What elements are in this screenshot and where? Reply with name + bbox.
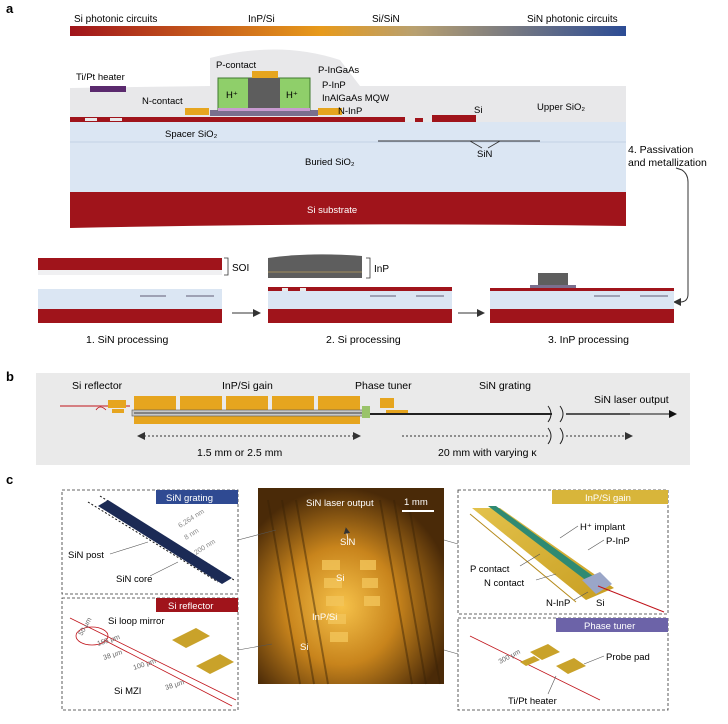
label-p-ingaas: P-InGaAs [318, 65, 359, 76]
step2-diagram [268, 254, 452, 323]
step1-diagram [38, 257, 229, 323]
label-step4-line1: 4. Passivation [628, 144, 694, 156]
photo-label-si-upper: Si [336, 573, 344, 584]
label-grating-length: 20 mm with varying κ [438, 447, 537, 459]
step4-arrow [673, 167, 689, 306]
label-sin-post: SiN post [68, 550, 104, 561]
label-p-inp-gain: P-InP [606, 536, 630, 547]
scale-bar [402, 510, 434, 512]
gradient-label-sisin: Si/SiN [372, 14, 400, 25]
label-ti-pt-heater: Ti/Pt heater [508, 696, 557, 707]
label-si: Si [474, 105, 482, 116]
label-upper-sio2: Upper SiO₂ [537, 102, 585, 113]
label-n-inp-gain: N-InP [546, 598, 570, 609]
material-gradient-bar [70, 26, 626, 36]
heater-element [90, 86, 126, 92]
inset-sin-grating: SiN grating 6,264 nm 8 nm 200 nm SiN pos… [61, 489, 239, 595]
label-si-substrate: Si substrate [307, 205, 357, 216]
gradient-label-si: Si photonic circuits [74, 14, 157, 25]
n-contact-left [185, 108, 209, 115]
label-gain-length: 1.5 mm or 2.5 mm [197, 447, 282, 459]
label-hplus-left: H⁺ [226, 90, 238, 101]
label-buried-sio2: Buried SiO₂ [305, 157, 355, 168]
step-2-label: 2. Si processing [326, 334, 401, 346]
implant-gap [248, 78, 280, 110]
mqw-layer [218, 108, 310, 111]
upper-oxide-layer [70, 49, 626, 122]
si-substrate-layer [70, 192, 626, 228]
gradient-label-inpsi: InP/Si [248, 14, 275, 25]
label-p-contact: P-contact [216, 60, 256, 71]
label-n-contact-gain: N contact [484, 578, 524, 589]
label-sin-core: SiN core [116, 574, 152, 585]
photo-label-sin: SiN [340, 537, 355, 548]
label-mqw: InAlGaAs MQW [322, 93, 389, 104]
label-h-implant: H⁺ implant [580, 522, 625, 533]
label-heater: Ti/Pt heater [76, 72, 125, 83]
label-p-inp: P-InP [322, 80, 346, 91]
panel-a-letter: a [6, 1, 14, 16]
n-contact-right [318, 108, 342, 115]
step-1-label: 1. SiN processing [86, 334, 168, 346]
label-laser-output: SiN laser output [594, 394, 669, 406]
label-sin-grating: SiN grating [479, 380, 531, 392]
tag-inp-gain: InP/Si gain [585, 493, 631, 504]
n-inp-slab [210, 110, 318, 116]
step3-diagram [490, 273, 674, 323]
label-p-contact-gain: P contact [470, 564, 510, 575]
tag-phase-tuner: Phase tuner [584, 621, 635, 632]
buried-oxide-layer [70, 122, 626, 194]
label-inp-bond: InP [374, 264, 389, 275]
photo-label-output: SiN laser output [306, 498, 374, 509]
inset-phase-tuner: Phase tuner 300 μm Probe pad Ti/Pt heate… [457, 617, 669, 711]
tag-si-reflector: Si reflector [168, 601, 213, 612]
label-n-inp: N-InP [338, 106, 362, 117]
photo-label-si-lower: Si [300, 642, 308, 653]
laser-layout [60, 396, 677, 424]
photo-label-inpsi: InP/Si [312, 612, 337, 623]
panel-b-letter: b [6, 369, 14, 384]
label-sin: SiN [477, 149, 492, 160]
step-3-label: 3. InP processing [548, 334, 629, 346]
gradient-label-sin: SiN photonic circuits [527, 14, 618, 25]
inset-inp-gain: InP/Si gain H⁺ implant P-InP P contact N… [457, 489, 669, 615]
label-soi: SOI [232, 263, 249, 274]
panel-c-letter: c [6, 472, 13, 487]
label-n-contact: N-contact [142, 96, 183, 107]
label-inp-si-gain: InP/Si gain [222, 380, 273, 392]
label-si-mzi: Si MZI [114, 686, 141, 697]
label-phase-tuner: Phase tuner [355, 380, 412, 392]
label-spacer-sio2: Spacer SiO₂ [165, 129, 218, 140]
label-probe-pad: Probe pad [606, 652, 650, 663]
label-si-reflector: Si reflector [72, 380, 123, 392]
label-step4-line2: and metallization [628, 157, 707, 169]
photo-scale-label: 1 mm [404, 497, 428, 508]
tag-sin-grating: SiN grating [166, 493, 213, 504]
si-device-layer [70, 117, 405, 122]
device-photo: SiN laser output 1 mm SiN Si InP/Si Si [258, 488, 444, 685]
inset-si-reflector: Si reflector Si loop mirror 155 μm 38 μm… [61, 597, 239, 711]
label-hplus-right: H⁺ [286, 90, 298, 101]
cross-section [70, 49, 626, 228]
label-si-gain: Si [596, 598, 604, 609]
label-si-loop-mirror: Si loop mirror [108, 616, 165, 627]
p-contact-pad [252, 71, 278, 78]
